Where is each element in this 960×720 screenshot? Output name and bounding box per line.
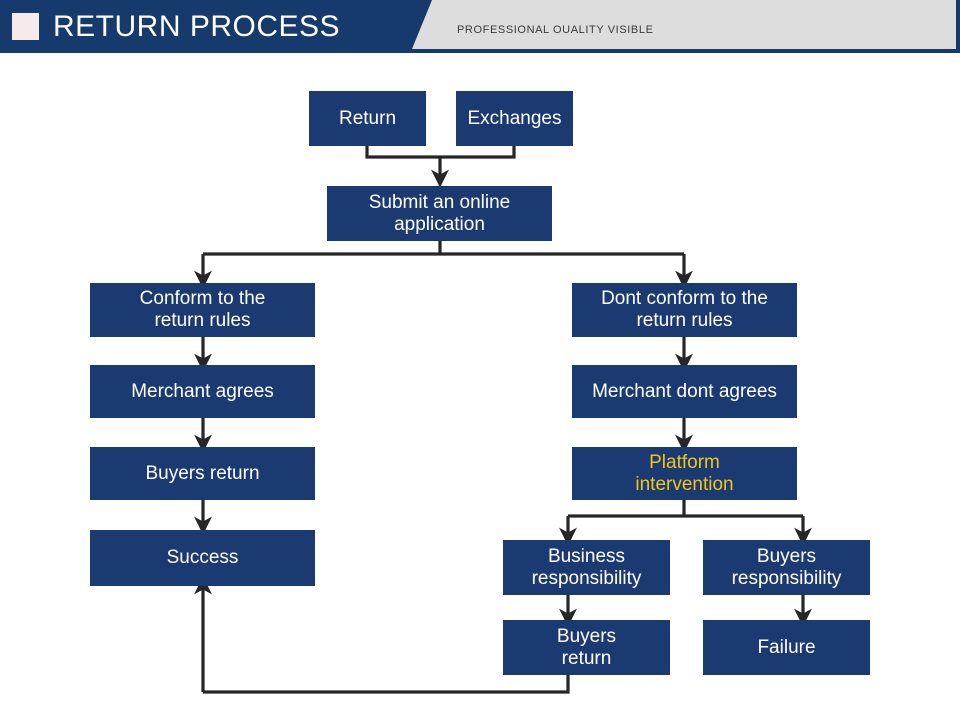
node-conform-to-return-rules[interactable]: Conform to the return rules bbox=[90, 283, 315, 337]
node-platform-intervention[interactable]: Platform intervention bbox=[572, 447, 797, 500]
node-success[interactable]: Success bbox=[90, 530, 315, 586]
edge-submit-split bbox=[203, 241, 684, 256]
node-merchant-dont-agrees[interactable]: Merchant dont agrees bbox=[572, 365, 797, 418]
node-merchant-agrees[interactable]: Merchant agrees bbox=[90, 365, 315, 418]
edge-platform-split bbox=[568, 500, 803, 518]
node-buyers-responsibility[interactable]: Buyers responsibility bbox=[703, 540, 870, 595]
header-subtitle: PROFESSIONAL OUALITY VISIBLE bbox=[457, 24, 654, 36]
flowchart-canvas: Return Exchanges Submit an online applic… bbox=[0, 53, 960, 720]
node-exchanges[interactable]: Exchanges bbox=[456, 91, 573, 146]
node-failure[interactable]: Failure bbox=[703, 620, 870, 675]
node-label: Success bbox=[166, 547, 239, 568]
node-label: Failure bbox=[757, 636, 816, 658]
node-label: Merchant agrees bbox=[131, 380, 274, 402]
node-buyers-return-left[interactable]: Buyers return bbox=[90, 447, 315, 500]
edge-exchanges-to-submit bbox=[440, 146, 516, 159]
node-label: Exchanges bbox=[467, 107, 562, 129]
edge-return-to-submit bbox=[365, 146, 440, 159]
node-label: Dont conform to the return rules bbox=[601, 288, 768, 331]
node-submit-online-application[interactable]: Submit an online application bbox=[327, 186, 552, 241]
header-right-panel bbox=[412, 0, 956, 49]
header-banner: RETURN PROCESS PROFESSIONAL OUALITY VISI… bbox=[0, 0, 960, 53]
node-label: Buyers return bbox=[556, 625, 617, 669]
node-label: Buyers return bbox=[145, 462, 260, 484]
node-label: Business responsibility bbox=[531, 545, 642, 589]
node-label: Platform intervention bbox=[635, 451, 734, 495]
node-buyers-return-right[interactable]: Buyers return bbox=[503, 620, 670, 675]
node-business-responsibility[interactable]: Business responsibility bbox=[503, 540, 670, 595]
node-label: Buyers responsibility bbox=[731, 545, 842, 589]
node-label: Merchant dont agrees bbox=[592, 380, 777, 402]
node-label: Conform to the return rules bbox=[139, 288, 266, 331]
page-title: RETURN PROCESS bbox=[53, 10, 341, 43]
node-label: Return bbox=[338, 107, 397, 129]
node-return[interactable]: Return bbox=[309, 91, 426, 146]
square-logo-icon bbox=[12, 13, 39, 40]
edge-buyers-return-to-success-loop bbox=[203, 675, 570, 694]
node-dont-conform-to-return-rules[interactable]: Dont conform to the return rules bbox=[572, 283, 797, 337]
node-label: Submit an online application bbox=[368, 191, 511, 235]
